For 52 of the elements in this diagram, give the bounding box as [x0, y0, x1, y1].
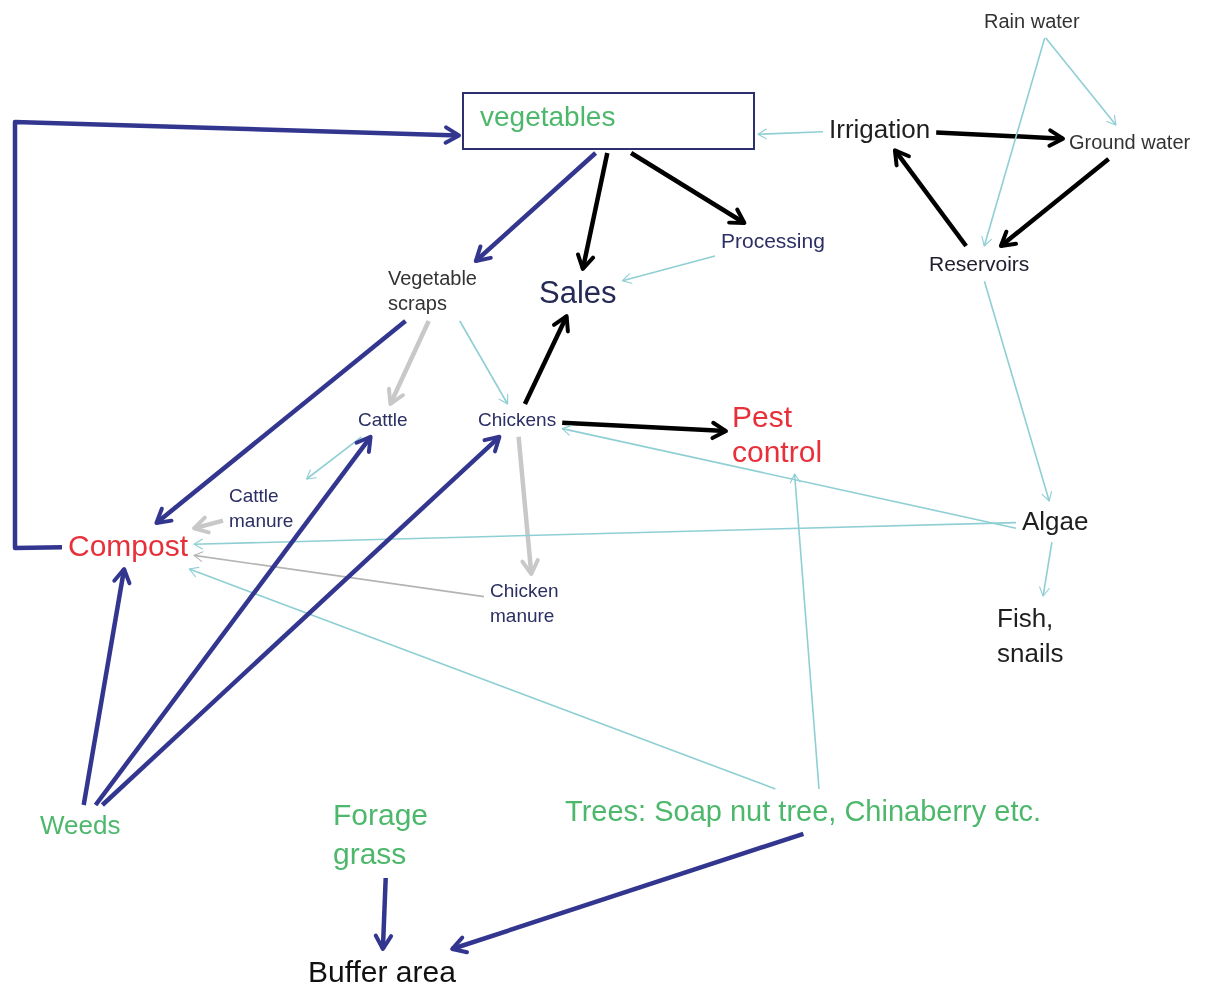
arrow: [562, 420, 728, 441]
arrow: [100, 434, 502, 807]
node-label: Pest control: [729, 398, 854, 471]
arrow: [1045, 37, 1117, 126]
arrow: [386, 320, 431, 406]
node-label: Chickens: [475, 407, 560, 434]
arrow: [459, 320, 509, 405]
arrow: [561, 425, 1017, 529]
arrow: [998, 157, 1110, 248]
arrow: [576, 152, 610, 271]
arrow: [983, 280, 1053, 502]
arrow: [516, 436, 540, 576]
node-label: Cattle manure: [226, 482, 310, 536]
node-label: Processing: [718, 226, 828, 256]
node-label: Sales: [536, 272, 620, 314]
node-label: Buffer area: [305, 952, 459, 992]
arrow: [892, 148, 968, 248]
arrow: [629, 151, 747, 225]
arrow: [154, 319, 407, 525]
node-label: Trees: Soap nut tree, Chinaberry etc.: [562, 792, 1212, 831]
node-label: Cattle: [355, 407, 411, 434]
node-label: Irrigation: [826, 112, 934, 148]
arrow: [522, 314, 570, 405]
arrow: [12, 119, 461, 551]
process-box: [462, 92, 755, 150]
node-label: Chicken manure: [487, 577, 581, 631]
arrow: [373, 877, 394, 951]
arrow: [305, 436, 363, 480]
arrow: [473, 151, 598, 263]
node-label: Reservoirs: [926, 249, 1033, 279]
node-label: Weeds: [37, 808, 124, 844]
node-label: Rain water: [981, 7, 1083, 35]
node-label: Compost: [65, 526, 192, 566]
node-label: vegetables: [480, 101, 616, 132]
arrow: [81, 567, 132, 806]
arrow: [757, 128, 824, 140]
arrow: [93, 434, 373, 807]
arrow: [193, 551, 485, 598]
arrow: [789, 473, 820, 790]
arrow: [981, 37, 1046, 247]
node-label: Forage grass: [330, 793, 445, 875]
arrow: [192, 515, 224, 535]
arrow: [936, 128, 1065, 148]
node-label: Algae: [1019, 504, 1092, 540]
arrow: [1039, 541, 1053, 597]
node-label: Ground water: [1066, 128, 1194, 156]
arrow: [450, 831, 805, 955]
arrow: [193, 521, 1017, 550]
node-label: Fish, snails: [994, 599, 1079, 674]
arrow: [188, 566, 777, 790]
node-label: Vegetable scraps: [385, 264, 500, 318]
arrow: [621, 255, 716, 284]
